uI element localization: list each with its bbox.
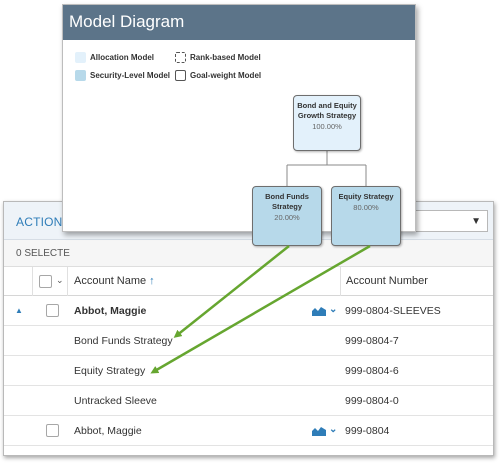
account-number: 999-0804-0 xyxy=(345,395,399,407)
legend-security: Security-Level Model xyxy=(90,71,171,80)
column-header-cell: Account Number xyxy=(340,267,493,296)
model-node-root[interactable]: Bond and Equity Growth Strategy 100.00% xyxy=(293,95,361,151)
selection-bar: 0 SELECTE xyxy=(4,240,493,267)
node-percent: 20.00% xyxy=(274,213,300,222)
row-checkbox[interactable] xyxy=(46,304,59,317)
area-chart-icon[interactable] xyxy=(312,305,326,316)
grid-header: ⌄ Account Name↑ Account Number xyxy=(4,267,493,296)
table-row[interactable]: Abbot, Maggie ⌄ 999-0804 xyxy=(4,416,493,446)
selected-count: 0 SELECTE xyxy=(16,248,70,259)
account-name: Equity Strategy xyxy=(74,365,146,377)
node-percent: 100.00% xyxy=(312,122,342,131)
model-node-bond-funds[interactable]: Bond Funds Strategy 20.00% xyxy=(252,186,322,246)
rank-model-swatch xyxy=(175,52,186,63)
account-number: 999-0804-SLEEVES xyxy=(345,305,441,317)
legend-goal: Goal-weight Model xyxy=(190,71,262,80)
chevron-down-icon[interactable]: ⌄ xyxy=(56,275,64,285)
chevron-down-icon[interactable]: ⌄ xyxy=(329,304,338,315)
allocation-model-swatch xyxy=(75,52,86,63)
actions-menu[interactable]: ACTIONS xyxy=(16,215,71,229)
node-name: Bond and Equity Growth Strategy xyxy=(297,101,357,120)
goal-model-swatch xyxy=(175,70,186,81)
node-percent: 80.00% xyxy=(353,203,379,212)
expand-triangle-icon[interactable]: ▲ xyxy=(15,306,23,315)
legend-allocation: Allocation Model xyxy=(90,53,154,62)
accounts-grid: ACTIONS ▼ 0 SELECTE ⌄ Account Name↑ Acco… xyxy=(3,201,494,456)
chevron-down-icon[interactable]: ⌄ xyxy=(329,424,338,435)
model-diagram-card: Model Diagram Allocation Model Rank-base… xyxy=(62,4,416,246)
column-header-label: Account Name xyxy=(74,275,147,287)
table-row[interactable]: ▲ Abbot, Maggie ⌄ 999-0804-SLEEVES xyxy=(4,296,493,326)
sort-asc-icon[interactable]: ↑ xyxy=(149,275,155,287)
table-row[interactable]: Equity Strategy 999-0804-6 xyxy=(4,356,493,386)
account-number: 999-0804-7 xyxy=(345,335,399,347)
card-header: Model Diagram xyxy=(63,5,415,40)
account-number: 999-0804-6 xyxy=(345,365,399,377)
account-name: Abbot, Maggie xyxy=(74,305,147,317)
account-name: Untracked Sleeve xyxy=(74,395,157,407)
account-number: 999-0804 xyxy=(345,425,390,437)
card-title: Model Diagram xyxy=(69,12,185,31)
column-header-account-number[interactable]: Account Number xyxy=(346,275,428,287)
area-chart-icon[interactable] xyxy=(312,425,326,436)
view-select[interactable]: ▼ xyxy=(408,210,488,232)
node-name: Equity Strategy xyxy=(338,192,394,201)
table-row[interactable]: Untracked Sleeve 999-0804-0 xyxy=(4,386,493,416)
account-name: Abbot, Maggie xyxy=(74,425,142,437)
table-row[interactable]: Bond Funds Strategy 999-0804-7 xyxy=(4,326,493,356)
node-name: Bond Funds Strategy xyxy=(265,192,309,211)
legend-rank: Rank-based Model xyxy=(190,53,261,62)
row-checkbox[interactable] xyxy=(46,424,59,437)
column-header-account-name[interactable]: Account Name↑ xyxy=(74,275,155,287)
model-node-equity[interactable]: Equity Strategy 80.00% xyxy=(331,186,401,246)
security-model-swatch xyxy=(75,70,86,81)
account-name: Bond Funds Strategy xyxy=(74,335,173,347)
dropdown-caret-icon: ▼ xyxy=(471,216,481,227)
tree-connectors xyxy=(286,151,367,186)
select-all-cell: ⌄ xyxy=(32,267,68,296)
select-all-checkbox[interactable] xyxy=(39,275,52,288)
